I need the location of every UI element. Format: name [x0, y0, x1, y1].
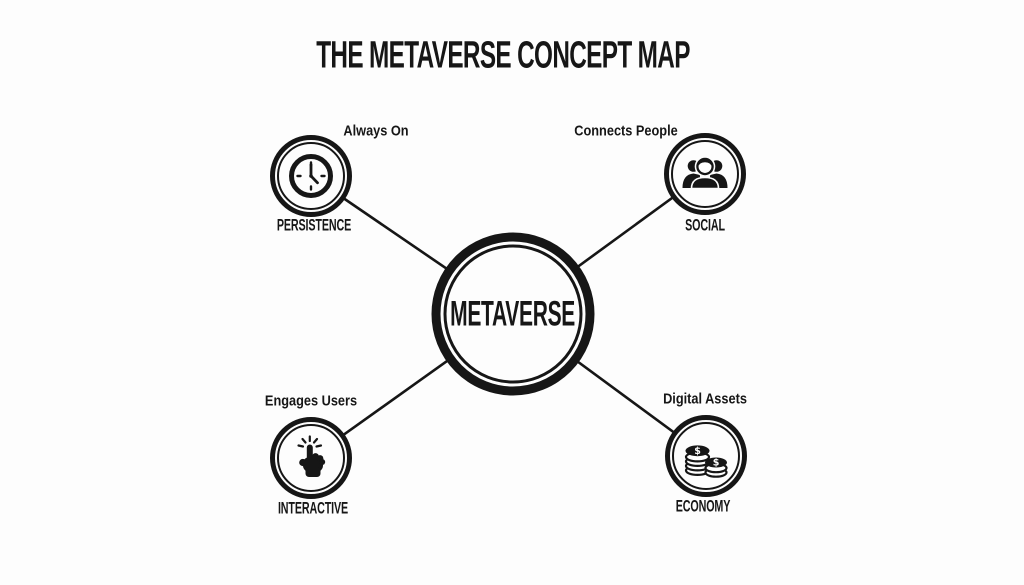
persistence-inner-ring [277, 142, 345, 210]
economy-tagline: Digital Assets [663, 390, 747, 408]
persistence-node-circle [270, 135, 352, 217]
social-inner-ring [671, 140, 739, 208]
social-node-circle [664, 133, 746, 215]
metaverse-label: METAVERSE [450, 294, 576, 333]
persistence-label: PERSISTENCE [276, 216, 352, 235]
persistence-tagline: Always On [343, 122, 409, 140]
interactive-inner-ring [277, 424, 345, 492]
metaverse-hub-circle: METAVERSE [431, 232, 595, 396]
economy-inner-ring [672, 422, 740, 490]
economy-label: ECONOMY [675, 497, 731, 516]
hub-inner-ring [443, 244, 583, 384]
social-label: SOCIAL [685, 216, 725, 235]
interactive-node-circle [270, 417, 352, 499]
page-title: THE METAVERSE CONCEPT MAP [316, 34, 690, 77]
interactive-tagline: Engages Users [264, 392, 358, 410]
economy-node-circle: $ $ [665, 415, 747, 497]
social-tagline: Connects People [574, 122, 678, 140]
interactive-label: INTERACTIVE [277, 499, 349, 518]
